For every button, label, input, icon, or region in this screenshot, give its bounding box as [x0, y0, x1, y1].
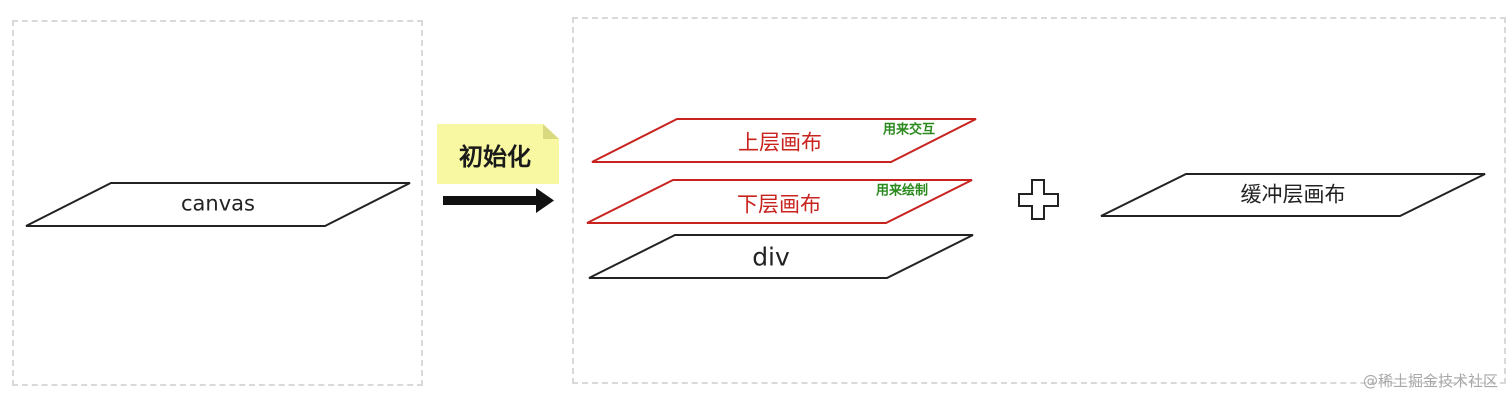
lower-canvas-note: 用来绘制 [875, 183, 929, 199]
sticky-note [437, 124, 559, 184]
div-label: div [752, 242, 790, 272]
div-plane [588, 234, 974, 279]
lower-canvas-label: 下层画布 [737, 192, 821, 217]
plus-icon [1018, 179, 1059, 220]
canvas-plane [25, 182, 411, 227]
lower-canvas-plane [586, 179, 973, 224]
upper-canvas-note: 用来交互 [882, 122, 936, 138]
buffer-canvas-plane [1100, 173, 1486, 217]
right-dashed-frame [572, 17, 1506, 384]
upper-canvas-plane [591, 118, 977, 163]
upper-canvas-label: 上层画布 [738, 130, 822, 155]
init-label: 初始化 [459, 142, 531, 171]
arrow-right-icon [443, 188, 554, 213]
left-dashed-frame [12, 20, 423, 386]
watermark: @稀土掘金技术社区 [1362, 372, 1498, 390]
buffer-canvas-label: 缓冲层画布 [1240, 182, 1346, 207]
canvas-label: canvas [181, 191, 255, 216]
